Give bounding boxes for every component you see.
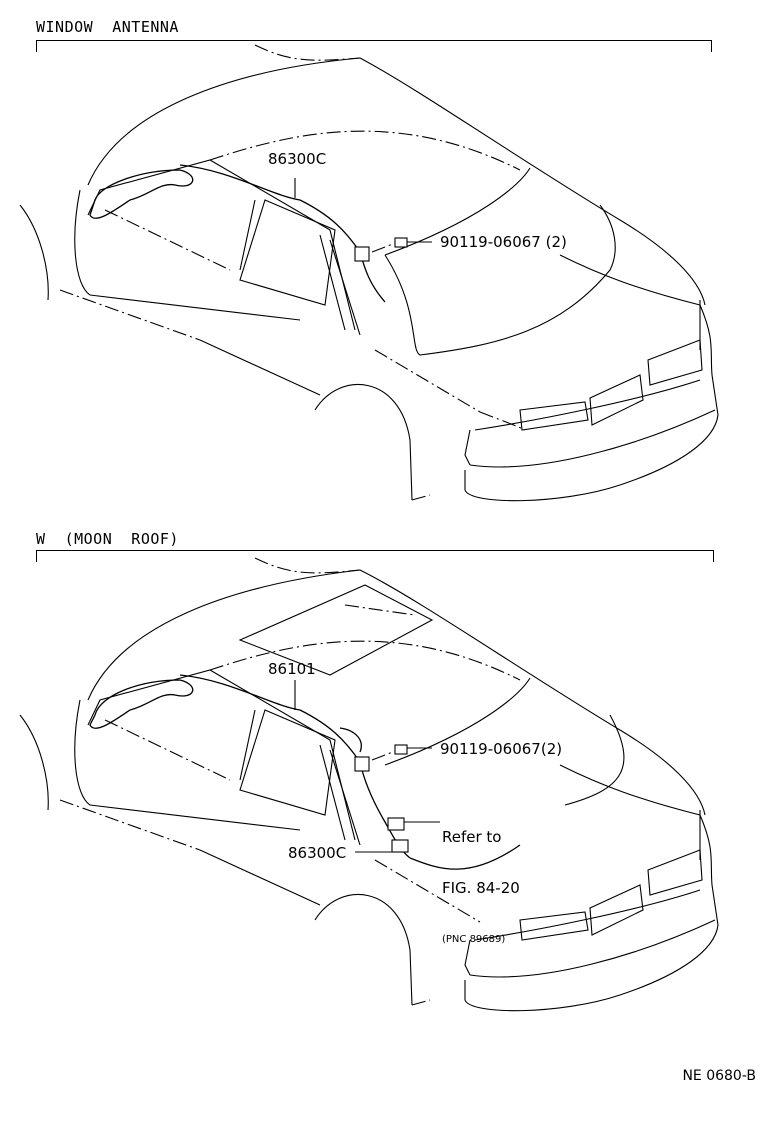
refer-line-2: FIG. 84-20 xyxy=(442,879,520,897)
part-number-86300c-2: 86300C xyxy=(288,844,347,862)
car-illustration-2 xyxy=(19,557,719,1012)
section-title-moon-roof: W (MOON ROOF) xyxy=(36,530,179,548)
car-illustration-1 xyxy=(19,44,719,502)
part-number-86300c-1: 86300C xyxy=(268,150,327,168)
part-number-bolt-1: 90119-06067 (2) xyxy=(440,233,567,251)
refer-pnc: (PNC 89689) xyxy=(442,934,506,945)
section-bracket-2 xyxy=(36,550,714,562)
refer-line-1: Refer to xyxy=(442,828,502,846)
section-bracket-1 xyxy=(36,40,712,52)
part-number-86101: 86101 xyxy=(268,660,316,678)
figure-code: NE 0680-B xyxy=(682,1068,756,1084)
part-number-bolt-2: 90119-06067(2) xyxy=(440,740,563,758)
refer-note: Refer to FIG. 84-20 (PNC 89689) xyxy=(442,795,520,965)
section-title-window-antenna: WINDOW ANTENNA xyxy=(36,18,179,36)
